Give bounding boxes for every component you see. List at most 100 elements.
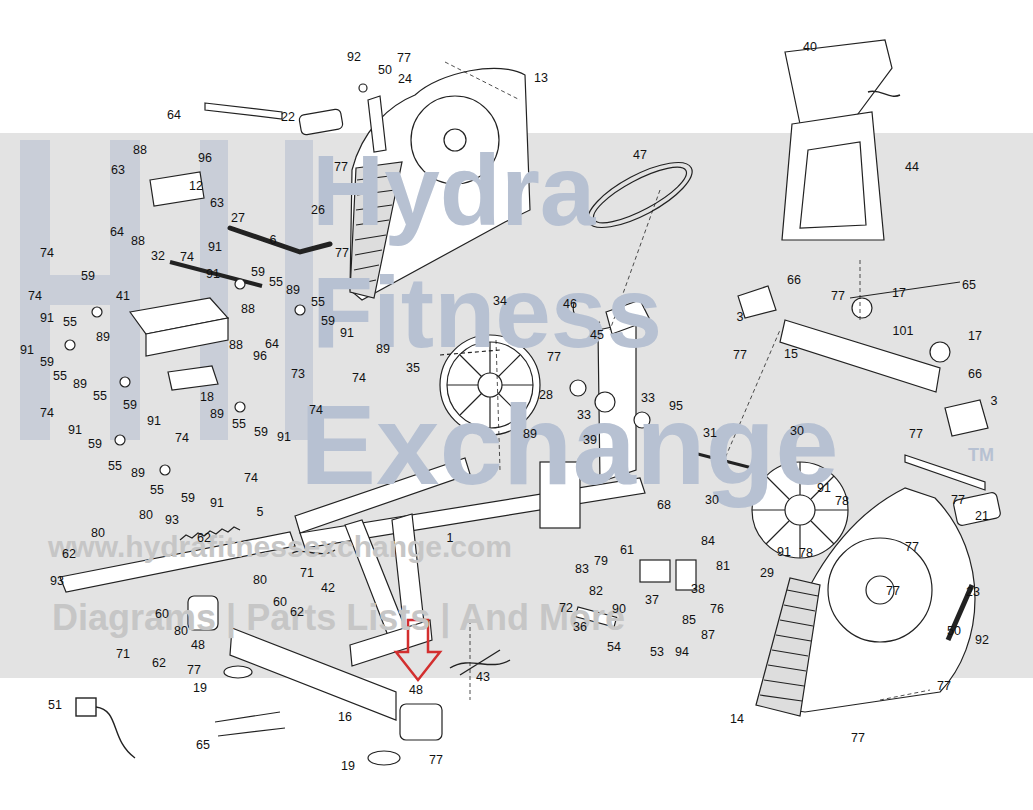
- callout-number: 36: [573, 620, 587, 634]
- wires: [76, 91, 900, 758]
- callout-number: 21: [975, 509, 989, 523]
- callout-number: 55: [63, 315, 77, 329]
- callout-number: 74: [40, 406, 54, 420]
- callout-number: 74: [244, 471, 258, 485]
- callout-number: 91: [277, 430, 291, 444]
- right-cover: [760, 590, 818, 701]
- callout-number: 22: [281, 110, 295, 124]
- callout-number: 31: [703, 426, 717, 440]
- callout-number: 96: [253, 349, 267, 363]
- belt: [579, 150, 700, 240]
- callout-number: 63: [111, 163, 125, 177]
- callout-number: 84: [701, 534, 715, 548]
- callout-number: 80: [139, 508, 153, 522]
- callout-number: 3: [737, 310, 744, 324]
- callout-number: 14: [730, 712, 744, 726]
- watermark-logo: [110, 140, 140, 440]
- callout-number: 42: [321, 581, 335, 595]
- callout-number: 91: [777, 545, 791, 559]
- callout-number: 88: [229, 338, 243, 352]
- wires: [76, 698, 96, 716]
- callout-number: 82: [589, 584, 603, 598]
- callout-number: 29: [760, 566, 774, 580]
- rear-stabilizer: [215, 712, 285, 736]
- callout-number: 48: [191, 638, 205, 652]
- rear-stabilizer: [400, 704, 442, 740]
- callout-number: 24: [398, 72, 412, 86]
- seat-assembly: [92, 307, 102, 317]
- callout-number: 64: [265, 337, 279, 351]
- console: [785, 40, 892, 124]
- callout-number: 5: [257, 505, 264, 519]
- seat-assembly: [295, 305, 305, 315]
- callout-number: 30: [790, 424, 804, 438]
- watermark-text: Fitness: [312, 262, 662, 362]
- callout-number: 59: [251, 265, 265, 279]
- callout-number: 54: [607, 640, 621, 654]
- callout-number: 19: [193, 681, 207, 695]
- callout-number: 40: [803, 40, 817, 54]
- seat-assembly: [65, 172, 330, 475]
- seat-assembly: [170, 262, 262, 286]
- console: [782, 112, 884, 240]
- callout-number: 89: [131, 466, 145, 480]
- callout-number: 55: [269, 275, 283, 289]
- pedal-crank: [359, 84, 367, 92]
- seat-assembly: [146, 318, 228, 356]
- callout-number: 59: [123, 398, 137, 412]
- callout-number: 88: [131, 234, 145, 248]
- callout-number: 68: [657, 498, 671, 512]
- callout-number: 33: [577, 408, 591, 422]
- pedal-crank: [299, 109, 344, 136]
- callout-number: 80: [174, 624, 188, 638]
- seat-assembly: [235, 279, 245, 289]
- callout-number: 92: [347, 50, 361, 64]
- front-stabilizer: [738, 286, 776, 318]
- pedal-crank: [205, 103, 282, 119]
- callout-number: 34: [493, 294, 507, 308]
- seat-assembly: [168, 366, 218, 390]
- callout-number: 65: [962, 278, 976, 292]
- belt: [579, 150, 700, 240]
- callout-number: 77: [831, 289, 845, 303]
- callout-number: 71: [116, 647, 130, 661]
- callout-number: 88: [133, 143, 147, 157]
- watermark-logo: [50, 275, 110, 305]
- callout-number: 55: [232, 417, 246, 431]
- callout-number: 74: [180, 250, 194, 264]
- callout-number: 30: [705, 493, 719, 507]
- callout-number: 88: [241, 302, 255, 316]
- callout-number: 74: [175, 431, 189, 445]
- callout-number: 28: [539, 388, 553, 402]
- callout-number: 91: [817, 481, 831, 495]
- callout-number: 77: [547, 350, 561, 364]
- wires: [868, 91, 900, 96]
- callout-number: 77: [733, 348, 747, 362]
- right-cover: [828, 538, 932, 642]
- callout-number: 3: [991, 394, 998, 408]
- callout-number: 96: [198, 151, 212, 165]
- callout-number: 59: [254, 425, 268, 439]
- callout-number: 23: [966, 585, 980, 599]
- front-stabilizer: [852, 298, 872, 318]
- callout-number: 43: [476, 670, 490, 684]
- callout-number: 59: [181, 491, 195, 505]
- watermark-logo: [20, 140, 313, 440]
- callout-number: 77: [909, 427, 923, 441]
- callout-number: 16: [338, 710, 352, 724]
- callout-number: 91: [68, 423, 82, 437]
- callout-number: 41: [116, 289, 130, 303]
- callout-number: 55: [150, 483, 164, 497]
- callout-number: 61: [620, 543, 634, 557]
- callout-number: 6: [270, 233, 277, 247]
- seat-assembly: [120, 377, 130, 387]
- callout-number: 55: [311, 295, 325, 309]
- callout-number: 26: [311, 203, 325, 217]
- callout-number: 62: [197, 531, 211, 545]
- callout-number: 51: [48, 698, 62, 712]
- callout-number: 27: [231, 211, 245, 225]
- callout-number: 91: [40, 311, 54, 325]
- callout-number: 62: [152, 656, 166, 670]
- seat-assembly: [115, 435, 125, 445]
- callout-number: 37: [645, 593, 659, 607]
